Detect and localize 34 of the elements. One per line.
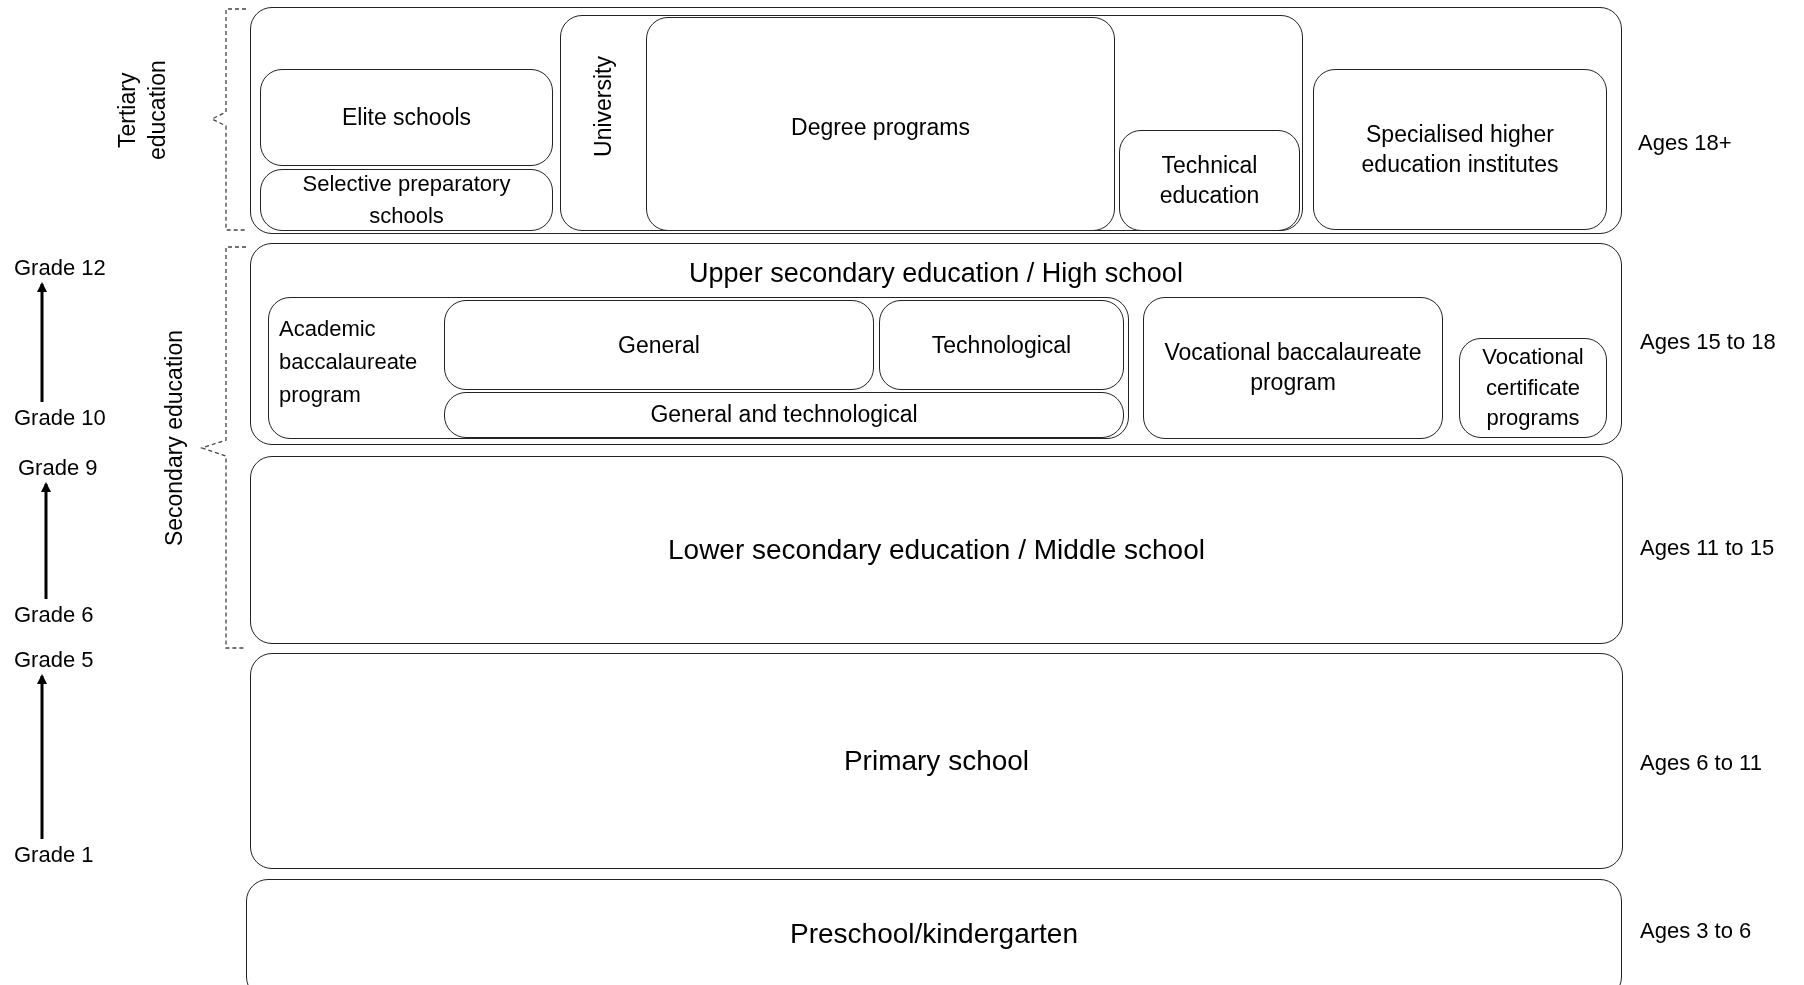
level-box: Vocational baccalaureate program [1143, 297, 1443, 439]
grade-label: Grade 1 [14, 842, 94, 868]
grade-label: Grade 10 [14, 405, 106, 431]
level-box: Degree programs [646, 17, 1115, 231]
arrow [37, 674, 47, 839]
level-box: Vocational certificate programs [1459, 338, 1607, 438]
arrow [41, 482, 51, 599]
grade-label: Grade 5 [14, 647, 94, 673]
group-box [250, 243, 1622, 445]
arrow [37, 282, 47, 402]
box-heading: Tertiary education [113, 59, 171, 163]
box-heading: University [589, 56, 617, 157]
level-box: General and technological [444, 392, 1124, 438]
level-box: Technological [879, 300, 1124, 390]
level-box: Selective preparatory schools [260, 169, 553, 231]
age-range-label: Ages 3 to 6 [1640, 918, 1752, 944]
age-range-label: Ages 6 to 11 [1640, 750, 1762, 776]
level-box: Lower secondary education / Middle school [250, 456, 1623, 644]
grade-label: Grade 9 [18, 455, 98, 481]
group-box [560, 15, 1303, 231]
group-box [268, 297, 1129, 439]
box-heading: Academic baccalaureate program [279, 315, 419, 409]
level-box: Primary school [250, 653, 1623, 869]
level-box: Technical education [1119, 130, 1300, 231]
section-label: Secondary education [160, 330, 188, 547]
level-box: General [444, 300, 874, 390]
age-range-label: Ages 11 to 15 [1640, 535, 1775, 561]
level-box: Elite schools [260, 69, 553, 166]
grade-label: Grade 12 [14, 255, 106, 281]
box-heading: Upper secondary education / High school [688, 257, 1184, 290]
grade-label: Grade 6 [14, 602, 94, 628]
age-range-label: Ages 15 to 18 [1640, 329, 1776, 355]
level-box: Specialised higher education institutes [1313, 69, 1607, 230]
age-range-label: Ages 18+ [1638, 130, 1732, 156]
